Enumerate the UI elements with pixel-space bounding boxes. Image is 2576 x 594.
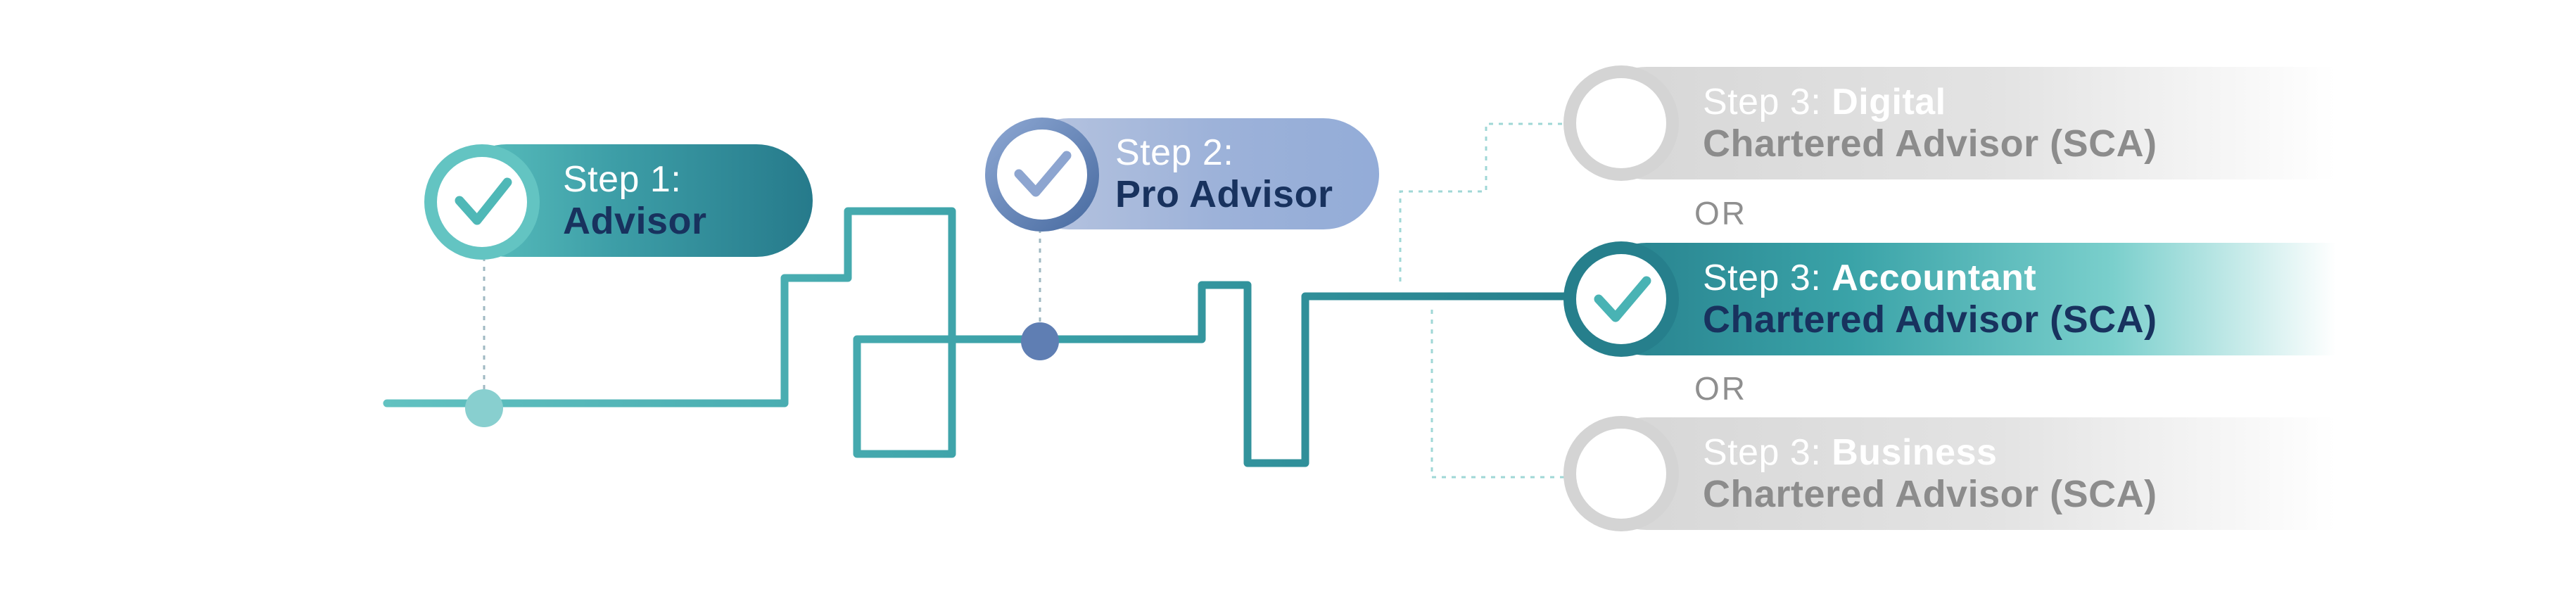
step3-accountant-line2: Chartered Advisor (SCA)	[1703, 298, 2157, 341]
step3-digital-line1: Step 3: Digital	[1703, 82, 2157, 122]
step3-business-pill: Step 3: Business Chartered Advisor (SCA)	[1590, 417, 2336, 530]
step2-prefix: Step 2:	[1115, 132, 1234, 173]
step1-title: Advisor	[563, 199, 707, 242]
step3-digital-line2: Chartered Advisor (SCA)	[1703, 122, 2157, 165]
step3-digital-bold: Digital	[1832, 81, 1946, 122]
progress-line	[383, 207, 1577, 467]
step3-business-empty-circle-icon	[1563, 416, 1679, 531]
step3-business-prefix: Step 3:	[1703, 431, 1832, 473]
step3-digital-empty-circle-icon	[1563, 65, 1679, 181]
step2-dot	[1021, 322, 1059, 360]
step3-accountant-check-icon	[1563, 241, 1679, 357]
step3-accountant-bold: Accountant	[1832, 257, 2037, 298]
or-separator-top: OR	[1694, 195, 1747, 232]
step2-title: Pro Advisor	[1115, 172, 1333, 215]
step3-accountant-prefix: Step 3:	[1703, 257, 1832, 298]
step3-digital-prefix: Step 3:	[1703, 81, 1832, 122]
branch-to-digital	[1399, 122, 1569, 282]
step3-accountant-pill: Step 3: Accountant Chartered Advisor (SC…	[1590, 243, 2336, 355]
step3-business-line2: Chartered Advisor (SCA)	[1703, 472, 2157, 515]
step3-business-line1: Step 3: Business	[1703, 432, 2157, 473]
or-separator-bottom: OR	[1694, 370, 1747, 407]
step3-accountant-line1: Step 3: Accountant	[1703, 258, 2157, 298]
branch-to-business	[1430, 310, 1569, 479]
step3-digital-pill: Step 3: Digital Chartered Advisor (SCA)	[1590, 67, 2336, 179]
step3-business-bold: Business	[1832, 431, 1998, 473]
step1-dot	[465, 389, 503, 427]
step1-check-icon	[424, 144, 540, 260]
step1-prefix: Step 1:	[563, 158, 682, 200]
step2-check-icon	[985, 118, 1099, 232]
